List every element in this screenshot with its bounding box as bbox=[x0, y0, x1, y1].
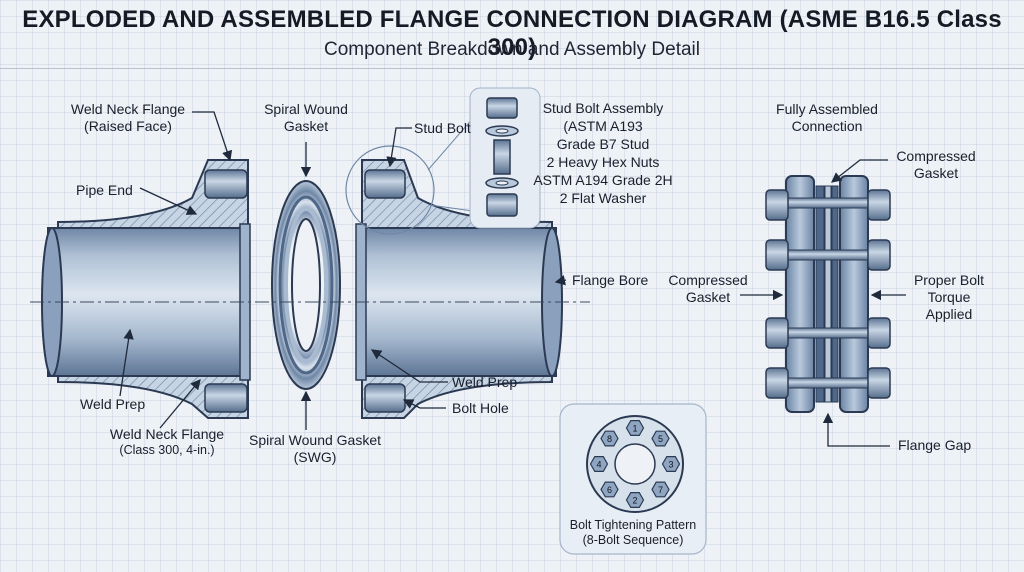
label-weld-prep-left: Weld Prep bbox=[80, 396, 146, 412]
bolt-sequence-bolt: 5 bbox=[651, 430, 670, 447]
label-line: Weld Neck Flange bbox=[109, 426, 225, 442]
label-line: Compressed bbox=[896, 148, 976, 164]
bolt-sequence-bolt: 3 bbox=[661, 456, 681, 472]
label-line: (ASTM A193 bbox=[563, 118, 643, 134]
label-line: 2 Flat Washer bbox=[559, 190, 647, 206]
leader-lines bbox=[119, 111, 906, 447]
bolt-hex-icon bbox=[600, 481, 619, 498]
bolt-sequence-bolt: 8 bbox=[600, 430, 619, 447]
label-stud-bolt-assembly: Stud Bolt Assembly (ASTM A193 Grade B7 S… bbox=[526, 99, 680, 207]
bolt-hex-icon bbox=[625, 420, 645, 436]
label-proper-bolt-torque: Proper Bolt Torque Applied bbox=[904, 272, 994, 323]
label-line: Bolt Tightening Pattern bbox=[569, 518, 697, 532]
label-line: Gasket bbox=[913, 165, 959, 181]
bolt-sequence-bolt: 2 bbox=[625, 492, 645, 508]
diagram-title: EXPLODED AND ASSEMBLED FLANGE CONNECTION… bbox=[22, 6, 1002, 61]
bolt-sequence-bolt: 6 bbox=[600, 481, 619, 498]
label-line: Gasket bbox=[685, 289, 731, 305]
label-pipe-end: Pipe End bbox=[76, 182, 133, 198]
bolt-sequence-number: 7 bbox=[658, 485, 663, 495]
label-line: Compressed bbox=[668, 272, 748, 288]
label-weld-prep-right: Weld Prep bbox=[452, 374, 518, 390]
label-compressed-gasket-left: Compressed Gasket bbox=[660, 272, 756, 306]
label-spiral-wound-gasket-swg: Spiral Wound Gasket (SWG) bbox=[240, 432, 390, 466]
label-line: (Raised Face) bbox=[84, 118, 172, 134]
bolt-hex-icon bbox=[625, 492, 645, 508]
label-stud-bolt: Stud Bolt bbox=[414, 120, 471, 136]
label-spiral-wound-gasket: Spiral Wound Gasket bbox=[252, 101, 360, 135]
label-line: (8-Bolt Sequence) bbox=[582, 533, 684, 547]
label-line: Stud Bolt Assembly bbox=[542, 100, 664, 116]
bolt-hex-icon bbox=[600, 430, 619, 447]
bolt-hex-icon bbox=[651, 430, 670, 447]
label-line: 2 Heavy Hex Nuts bbox=[546, 154, 660, 170]
bolt-sequence-number: 8 bbox=[607, 434, 612, 444]
bolt-sequence-bolt: 7 bbox=[651, 481, 670, 498]
label-compressed-gasket-top: Compressed Gasket bbox=[886, 148, 986, 182]
label-fully-assembled: Fully Assembled Connection bbox=[760, 101, 894, 135]
bolt-hex-icon bbox=[661, 456, 681, 472]
bolt-sequence: 1 5 3 7 2 6 4 8 bbox=[589, 420, 681, 508]
header-divider bbox=[0, 68, 1024, 69]
bolt-sequence-number: 2 bbox=[632, 496, 637, 506]
label-line: Applied bbox=[925, 306, 973, 322]
label-line: (Class 300, 4-in.) bbox=[119, 443, 215, 457]
spiral-wound-gasket bbox=[271, 180, 341, 390]
label-line: Fully Assembled bbox=[776, 101, 878, 117]
bolt-hex-icon bbox=[589, 456, 609, 472]
label-line: Weld Neck Flange bbox=[70, 101, 186, 117]
bolt-sequence-number: 1 bbox=[632, 424, 637, 434]
bolt-sequence-bolt: 4 bbox=[589, 456, 609, 472]
stud-bolt-assembly bbox=[469, 87, 541, 229]
label-line: Torque bbox=[927, 289, 971, 305]
label-bolt-hole: Bolt Hole bbox=[452, 400, 509, 416]
label-line: Spiral Wound bbox=[264, 101, 348, 117]
label-line: Proper Bolt bbox=[913, 272, 985, 288]
diagram-subtitle: Component Breakdown and Assembly Detail bbox=[324, 39, 700, 60]
label-flange-gap: Flange Gap bbox=[898, 437, 972, 453]
bolt-sequence-number: 5 bbox=[658, 434, 663, 444]
left-weld-neck-flange bbox=[41, 159, 251, 419]
label-flange-bore: Flange Bore bbox=[572, 272, 649, 288]
label-bolt-tightening-pattern: Bolt Tightening Pattern (8-Bolt Sequence… bbox=[560, 518, 706, 548]
label-line: Grade B7 Stud bbox=[556, 136, 650, 152]
assembled-connection bbox=[765, 175, 891, 413]
label-line: ASTM A194 Grade 2H bbox=[533, 172, 673, 188]
label-line: Connection bbox=[791, 118, 863, 134]
label-weld-neck-flange-class: Weld Neck Flange (Class 300, 4-in.) bbox=[92, 426, 242, 458]
bolt-sequence-bolt: 1 bbox=[625, 420, 645, 436]
label-weld-neck-flange-rf: Weld Neck Flange (Raised Face) bbox=[66, 101, 190, 135]
label-line: Gasket bbox=[283, 118, 329, 134]
bolt-sequence-number: 4 bbox=[596, 460, 601, 470]
label-line: Spiral Wound Gasket bbox=[248, 432, 382, 448]
bolt-hex-icon bbox=[651, 481, 670, 498]
bolt-sequence-number: 6 bbox=[607, 485, 612, 495]
bolt-sequence-number: 3 bbox=[668, 460, 673, 470]
label-line: (SWG) bbox=[293, 449, 337, 465]
